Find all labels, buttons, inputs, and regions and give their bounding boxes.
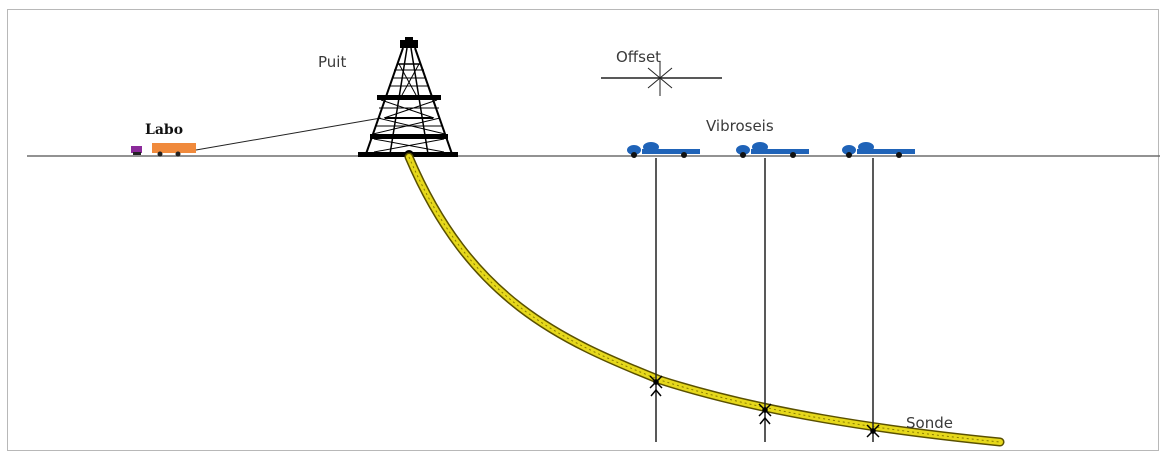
geophone-icon [649,375,663,397]
vibroseis-truck-icon [842,142,915,158]
labo-label: Labo [145,122,183,138]
vibroseis-truck-icon [736,142,809,158]
puit-label: Puit [318,53,346,71]
geophone-icon [866,424,880,438]
geophone-icon [758,403,772,425]
labo-cable [195,117,382,151]
derrick-icon [358,37,458,160]
diagram-frame [7,9,1159,451]
vibroseis-truck-icon [627,142,700,158]
labo-truck-icon [131,143,196,157]
offset-label: Offset [616,48,661,66]
sonde-label: Sonde [906,414,953,432]
offset-cross-icon [601,62,722,96]
vibroseis-label: Vibroseis [706,117,774,135]
well-trajectory [404,152,1005,447]
